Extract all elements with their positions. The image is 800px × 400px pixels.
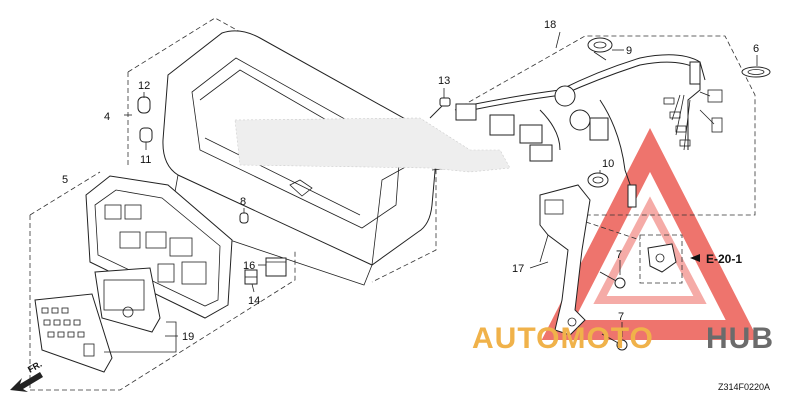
callout-4: 4 <box>104 111 110 123</box>
part-10-clamp <box>587 172 609 188</box>
callout-5: 5 <box>62 174 68 186</box>
part-16-block <box>265 257 287 277</box>
watermark-text: AUTOMOTO HUB <box>472 322 774 355</box>
callout-6: 6 <box>753 43 759 55</box>
meter-pcb-unit <box>85 175 233 319</box>
watermark-hub: HUB <box>706 322 774 355</box>
part-13-screw <box>429 97 451 119</box>
part-11-nut <box>139 127 153 143</box>
callout-7-upper: 7 <box>616 249 622 261</box>
background-logo-hatch <box>234 117 511 173</box>
callout-9: 9 <box>626 45 632 57</box>
watermark-automoto: AUTOMOTO <box>472 322 654 355</box>
callout-16: 16 <box>243 260 255 272</box>
callout-10: 10 <box>602 158 614 170</box>
fr-direction-arrow: FR. <box>10 359 44 392</box>
part-6-band <box>741 66 771 78</box>
part-7-bolt-lower <box>601 333 628 351</box>
callout-8: 8 <box>240 196 246 208</box>
reference-inset <box>585 221 700 284</box>
callout-18: 18 <box>544 19 556 31</box>
wire-harness <box>455 54 723 208</box>
callout-17: 17 <box>512 263 524 275</box>
part-9-clamp <box>587 37 613 61</box>
part-14-clip <box>244 269 258 285</box>
group-box-panel <box>29 171 296 391</box>
watermark-triangle <box>541 128 759 340</box>
callout-14: 14 <box>248 295 260 307</box>
reference-label: E-20-1 <box>706 252 742 266</box>
figure-code: Z314F0220A <box>718 382 770 392</box>
part-12-cap <box>137 96 151 114</box>
part-17-bracket <box>539 184 591 336</box>
group-box-harness <box>454 35 756 216</box>
fr-label: FR. <box>26 359 44 375</box>
callout-11: 11 <box>140 154 151 166</box>
callout-13: 13 <box>438 75 450 87</box>
part-8-grommet <box>239 212 249 224</box>
callout-labels: 4 5 6 7 7 8 9 10 11 12 13 14 16 17 18 19… <box>62 19 759 343</box>
leader-lines <box>104 31 758 353</box>
callout-12: 12 <box>138 80 150 92</box>
part-7-bolt-upper <box>599 271 626 289</box>
panel-board-lower <box>34 293 113 373</box>
callout-7-lower: 7 <box>618 311 624 323</box>
callout-19: 19 <box>182 331 194 343</box>
panel-board-upper <box>94 267 161 333</box>
